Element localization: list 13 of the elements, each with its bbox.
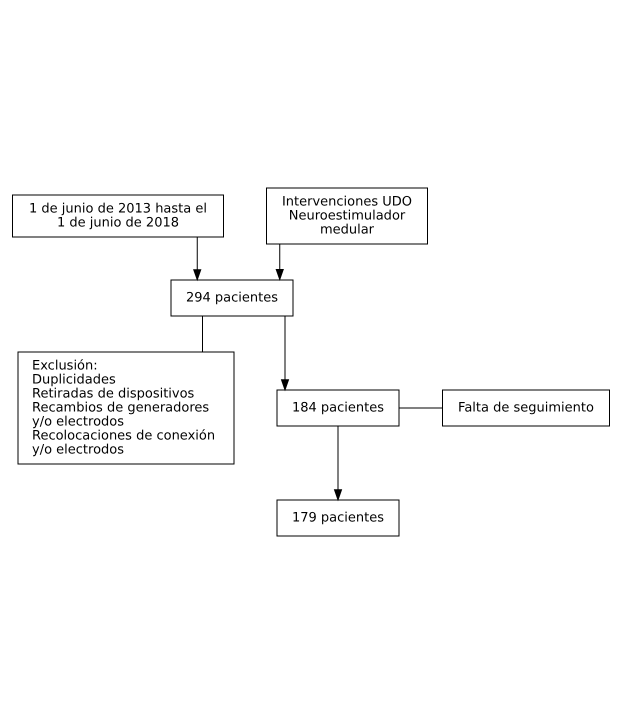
- arrow: [276, 243, 284, 281]
- node-box: 184 pacientes: [276, 389, 400, 426]
- node-box: 1 de junio de 2013 hasta el 1 de junio de 2018: [12, 194, 224, 237]
- node-box: Intervenciones UDO Neuroestimulador medular: [266, 187, 428, 244]
- arrow: [334, 425, 342, 501]
- node-box: Falta de seguimiento: [442, 389, 610, 426]
- connector: [202, 315, 203, 352]
- arrow: [193, 236, 202, 281]
- node-box: Exclusión: Duplicidades Retiradas de dispositivos Recambios de generadores y/o electrodos Recolocaciones de conexión y/o electrodos: [18, 351, 234, 464]
- node-box: 294 pacientes: [170, 279, 294, 316]
- connector: [398, 407, 443, 408]
- arrow: [280, 315, 290, 391]
- node-box: 179 pacientes: [276, 499, 400, 536]
